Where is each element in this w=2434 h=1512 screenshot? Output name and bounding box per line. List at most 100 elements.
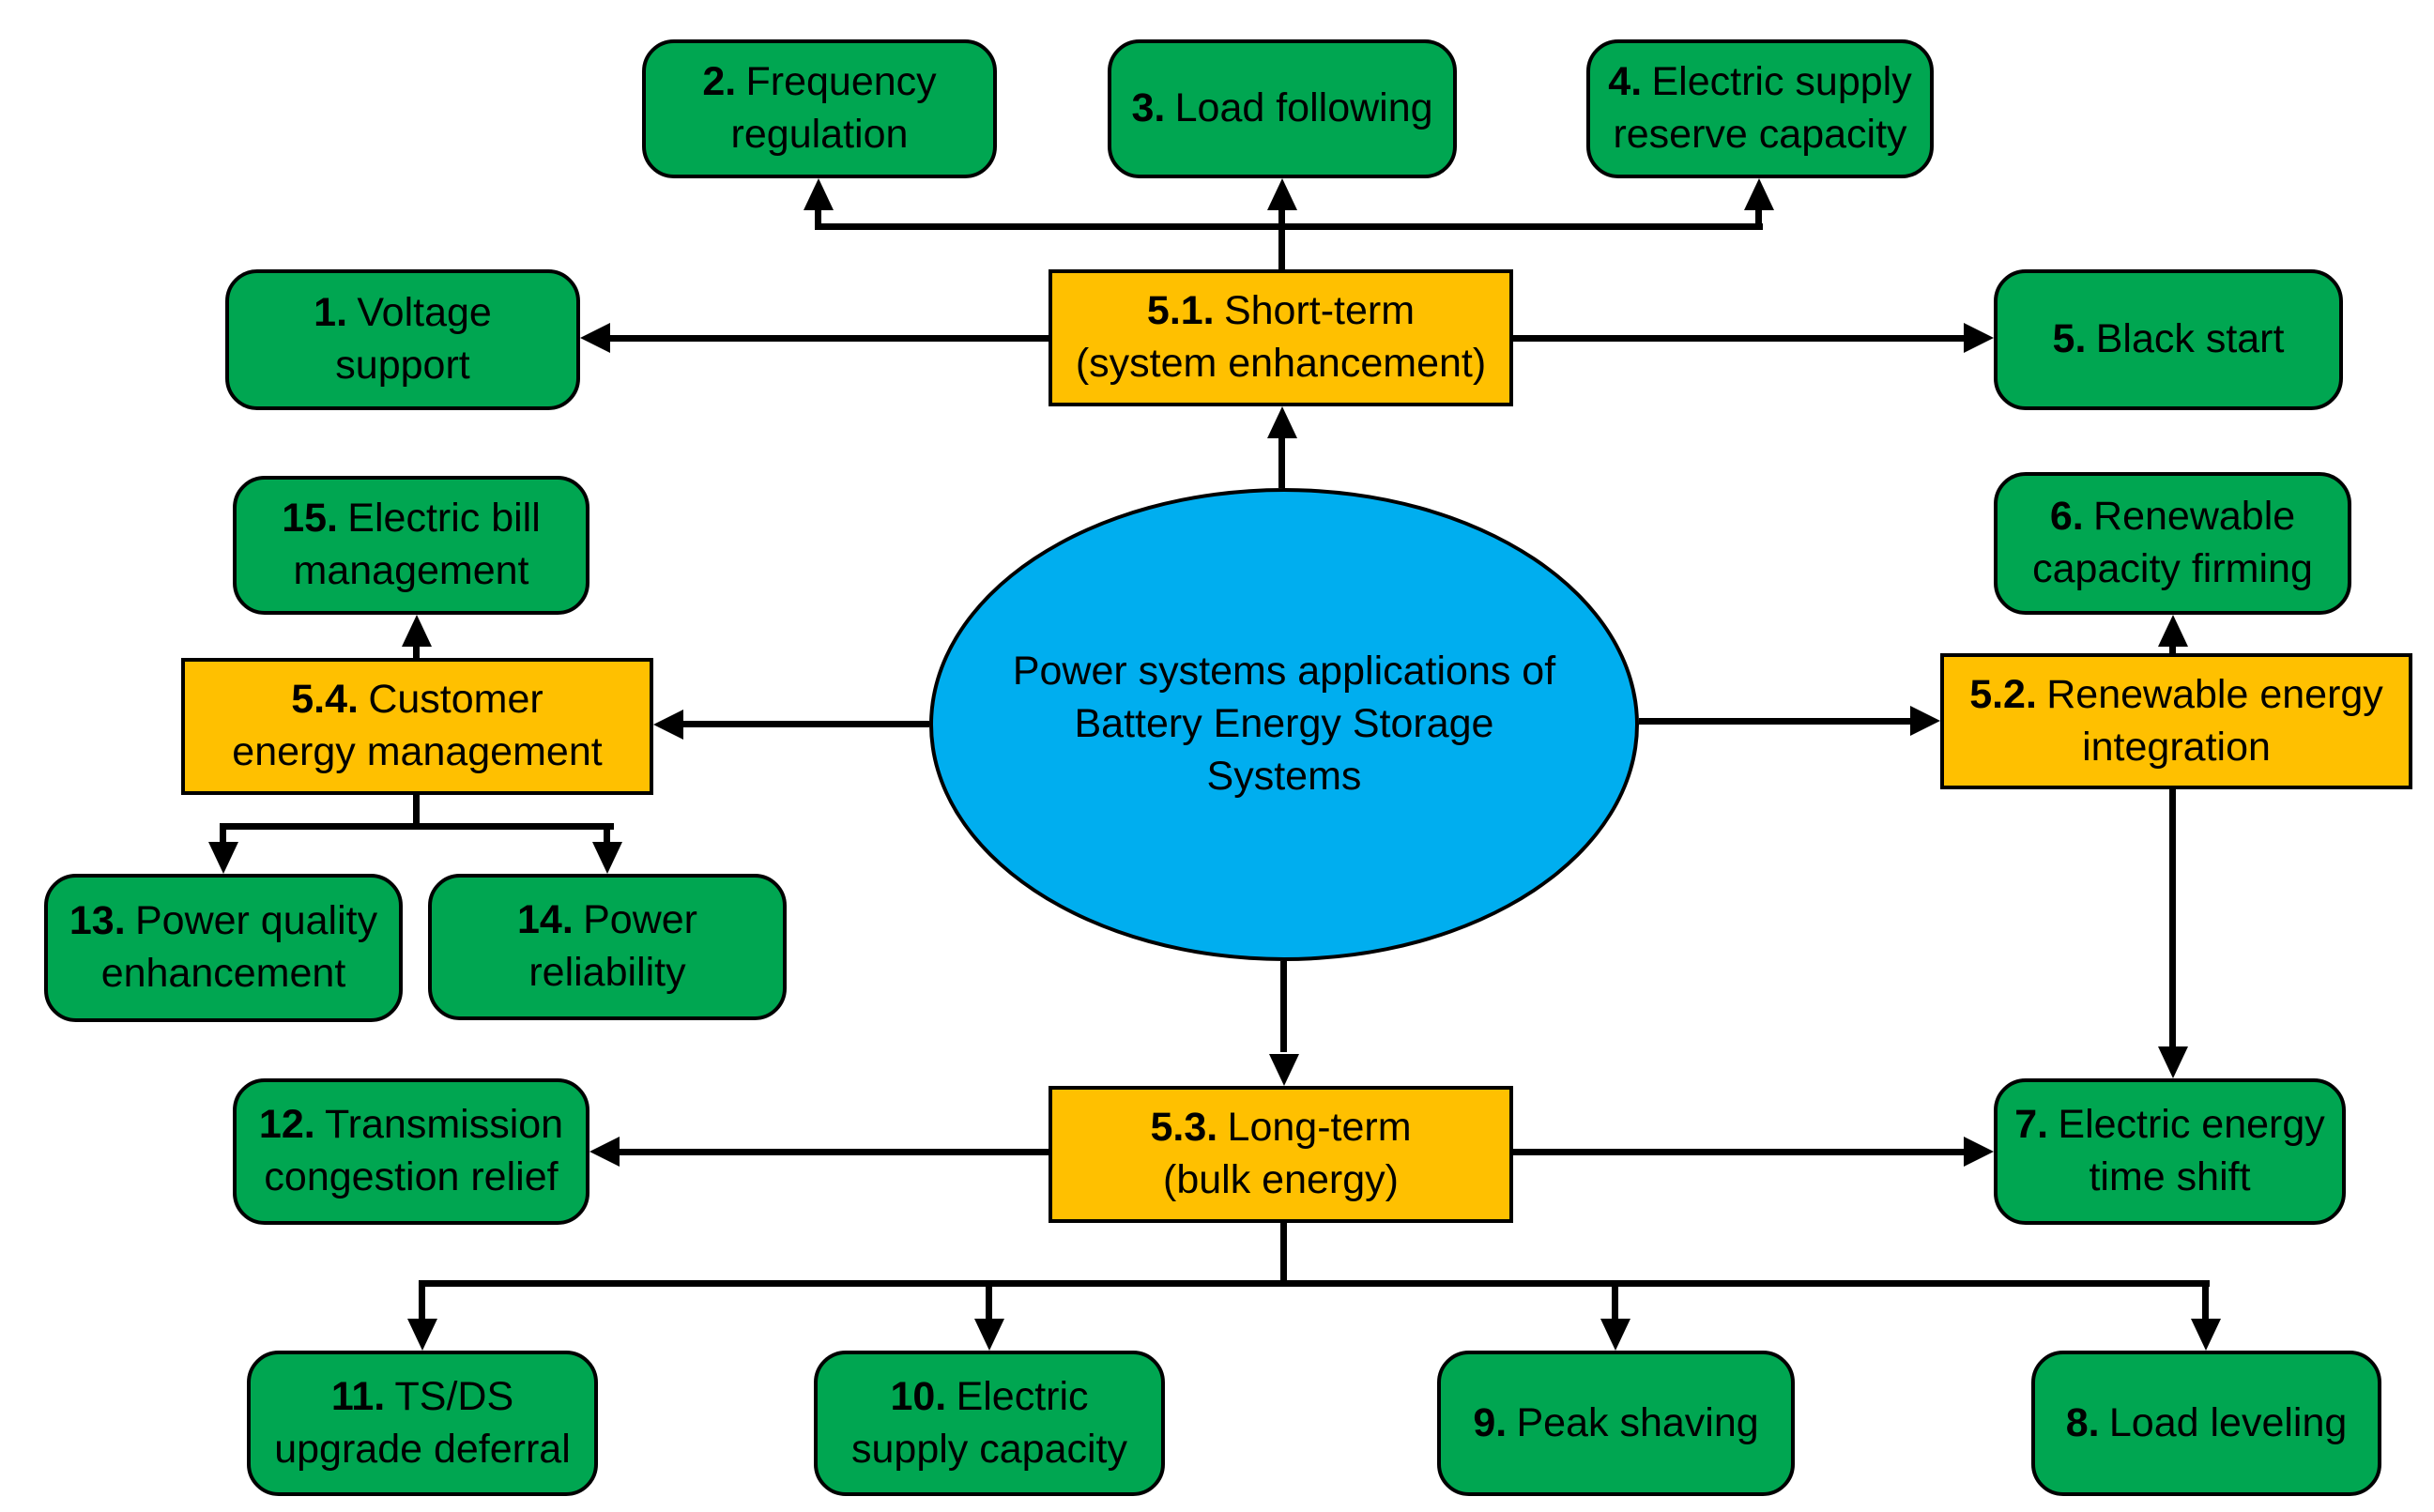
node-number: 10. <box>890 1373 947 1419</box>
center-label: Power systems applications of Battery En… <box>1012 649 1556 799</box>
node-renewable-capacity-firming: 6.Renewable capacity firming <box>1994 472 2351 615</box>
connector-line <box>1278 434 1285 488</box>
connector-line <box>413 795 420 830</box>
arrowhead-to-electric-bill <box>402 615 432 647</box>
node-label: Voltage support <box>335 290 492 388</box>
connector-line <box>604 823 610 848</box>
node-label: Power reliability <box>528 897 697 995</box>
node-number: 12. <box>258 1102 315 1148</box>
connector-line <box>1278 206 1285 227</box>
arrowhead-to-power-reliability <box>592 842 622 874</box>
arrowhead-to-long-term <box>1269 1054 1299 1086</box>
connector-line <box>1513 335 1967 342</box>
node-label: Transmission congestion relief <box>264 1102 564 1199</box>
node-label: Long-term (bulk energy) <box>1163 1105 1412 1202</box>
arrowhead-to-peak-shaving <box>1600 1319 1630 1351</box>
arrowhead-to-load-leveling <box>2191 1319 2221 1351</box>
connector-line <box>1639 718 1914 725</box>
node-number: 5. <box>2052 316 2087 362</box>
node-number: 8. <box>2065 1399 2100 1445</box>
connector-line <box>815 206 821 227</box>
node-number: 3. <box>1131 85 1166 131</box>
node-customer-energy-management: 5.4.Customer energy management <box>181 658 653 795</box>
node-label: Electric energy time shift <box>2058 1102 2325 1199</box>
node-tsds-upgrade-deferral: 11.TS/DS upgrade deferral <box>247 1351 598 1496</box>
node-label: Load leveling <box>2108 1399 2348 1445</box>
node-black-start: 5.Black start <box>1994 269 2343 410</box>
connector-line <box>2169 642 2176 653</box>
node-number: 15. <box>282 496 338 542</box>
node-number: 13. <box>69 898 126 944</box>
node-label: TS/DS upgrade deferral <box>274 1373 571 1472</box>
arrowhead-to-supply-capacity <box>974 1319 1004 1351</box>
connector-line <box>1278 225 1285 269</box>
connector-line <box>413 642 420 658</box>
connector-line <box>1280 1223 1287 1287</box>
arrowhead-to-power-quality <box>208 842 238 874</box>
connector-line <box>616 1149 1049 1155</box>
node-label: Load following <box>1174 85 1433 131</box>
node-long-term-bulk-energy: 5.3.Long-term (bulk energy) <box>1049 1086 1513 1223</box>
connector-line <box>220 823 614 830</box>
node-number: 11. <box>330 1373 386 1419</box>
node-label: Electric bill management <box>293 496 541 593</box>
node-short-term-system-enhancement: 5.1.Short-term (system enhancement) <box>1049 269 1513 406</box>
node-number: 5.3. <box>1150 1105 1218 1151</box>
node-frequency-regulation: 2.Frequency regulation <box>642 39 997 178</box>
arrowhead-to-frequency-regulation <box>804 178 834 210</box>
node-number: 4. <box>1608 59 1643 105</box>
node-electric-energy-time-shift: 7.Electric energy time shift <box>1994 1078 2346 1225</box>
connector-line <box>2202 1280 2209 1322</box>
connector-line <box>815 223 1763 230</box>
node-label: Power quality enhancement <box>100 898 378 996</box>
node-number: 1. <box>314 290 348 336</box>
node-number: 2. <box>702 59 737 105</box>
connector-line <box>1755 206 1762 227</box>
node-label: Peak shaving <box>1516 1399 1759 1445</box>
node-label: Black start <box>2095 316 2285 362</box>
arrowhead-to-renewable-firming <box>2158 615 2188 647</box>
connector-line <box>680 721 929 727</box>
node-power-quality-enhancement: 13.Power quality enhancement <box>44 874 403 1022</box>
arrowhead-53-to-time-shift <box>1964 1137 1994 1167</box>
arrowhead-to-black-start <box>1964 323 1994 353</box>
node-electric-bill-management: 15.Electric bill management <box>233 476 589 615</box>
node-number: 5.4. <box>291 677 359 723</box>
arrowhead-to-tsds-deferral <box>407 1319 437 1351</box>
arrowhead-to-short-term <box>1267 406 1297 438</box>
node-label: Frequency regulation <box>730 59 937 157</box>
node-number: 9. <box>1473 1399 1508 1445</box>
node-electric-supply-reserve-capacity: 4.Electric supply reserve capacity <box>1586 39 1934 178</box>
connector-line <box>606 335 1049 342</box>
node-number: 7. <box>2014 1102 2049 1148</box>
arrowhead-52-to-time-shift <box>2158 1046 2188 1078</box>
node-load-following: 3.Load following <box>1108 39 1457 178</box>
connector-line <box>2169 789 2176 1048</box>
node-transmission-congestion-relief: 12.Transmission congestion relief <box>233 1078 589 1225</box>
connector-line <box>419 1280 2210 1287</box>
arrowhead-to-congestion-relief <box>589 1137 620 1167</box>
node-renewable-energy-integration: 5.2.Renewable energy integration <box>1940 653 2412 789</box>
node-label: Customer energy management <box>232 677 603 774</box>
node-number: 5.1. <box>1146 288 1215 334</box>
node-number: 14. <box>517 897 574 943</box>
node-voltage-support: 1.Voltage support <box>225 269 580 410</box>
arrowhead-to-voltage-support <box>580 323 610 353</box>
connector-line <box>220 823 226 848</box>
node-peak-shaving: 9.Peak shaving <box>1437 1351 1795 1496</box>
arrowhead-to-renewable-integration <box>1910 706 1940 736</box>
node-load-leveling: 8.Load leveling <box>2031 1351 2381 1496</box>
connector-line <box>986 1280 992 1322</box>
node-number: 6. <box>2049 494 2084 540</box>
node-label: Renewable capacity firming <box>2032 494 2313 591</box>
connector-line <box>1280 961 1287 1052</box>
connector-line <box>419 1280 425 1322</box>
node-electric-supply-capacity: 10.Electric supply capacity <box>814 1351 1165 1496</box>
node-power-reliability: 14.Power reliability <box>428 874 787 1020</box>
arrowhead-to-customer-energy <box>653 710 683 740</box>
connector-line <box>1612 1280 1618 1322</box>
node-label: Electric supply capacity <box>851 1373 1127 1472</box>
connector-line <box>1513 1149 1967 1155</box>
arrowhead-to-electric-supply-reserve <box>1744 178 1774 210</box>
